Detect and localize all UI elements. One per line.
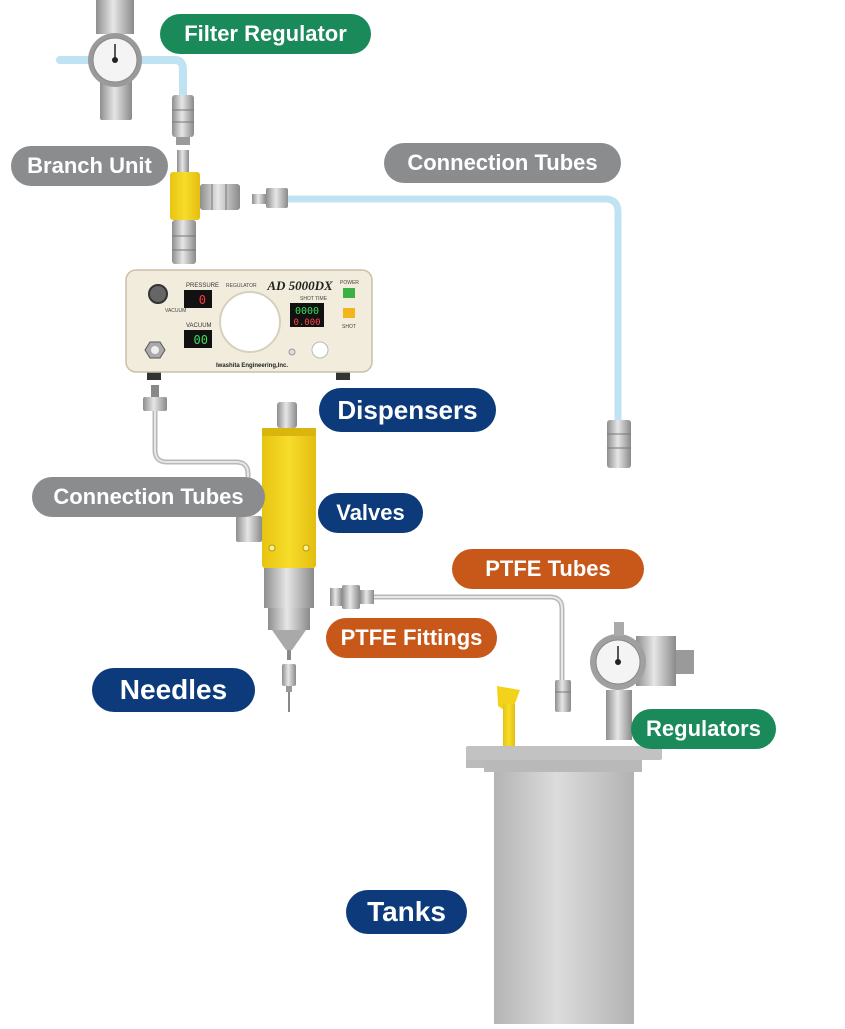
needle (282, 664, 296, 712)
label-branch-unit: Branch Unit (11, 146, 168, 186)
tank (466, 686, 662, 1024)
shot-label: SHOT (342, 324, 356, 330)
tank-regulator (590, 622, 694, 740)
label-ptfe-fittings: PTFE Fittings (326, 618, 497, 658)
dispenser-unit: VACUUM PRESSURE 0 VACUUM 00 REGULATOR AD… (125, 269, 373, 380)
power-label: POWER (340, 280, 359, 286)
label-regulators: Regulators (631, 709, 776, 749)
filter-regulator (88, 0, 142, 120)
air-supply-tube (56, 56, 187, 99)
label-filter-regulator: Filter Regulator (160, 14, 371, 54)
label-needles: Needles (92, 668, 255, 712)
connection-tube-left (143, 385, 262, 542)
label-connection-tubes-left: Connection Tubes (32, 477, 265, 517)
regulator-label: REGULATOR (226, 283, 257, 289)
brand-name: Iwashita Engineering,Inc. (216, 363, 288, 369)
label-ptfe-tubes: PTFE Tubes (452, 549, 644, 589)
label-valves: Valves (318, 493, 423, 533)
pressure-readout: 0 (199, 293, 206, 307)
vacuum-label: VACUUM (186, 323, 212, 329)
label-dispensers: Dispensers (319, 388, 496, 432)
valve (262, 402, 316, 660)
pressure-label: PRESSURE (186, 283, 219, 289)
shot-time-readout-1: 0000 (295, 306, 319, 317)
ptfe-tube (330, 585, 571, 712)
vacuum-readout: 00 (194, 333, 208, 347)
label-tanks: Tanks (346, 890, 467, 934)
shot-time-readout-2: 0.000 (293, 318, 320, 328)
model-name: AD 5000DX (266, 278, 333, 293)
label-connection-tubes-top: Connection Tubes (384, 143, 621, 183)
connection-tube-right (252, 188, 631, 468)
regulator-outlet-fitting (172, 95, 194, 145)
shot-time-label: SHOT TIME (300, 296, 328, 302)
branch-unit (170, 150, 240, 264)
vacuum-knob-label: VACUUM (165, 308, 186, 314)
